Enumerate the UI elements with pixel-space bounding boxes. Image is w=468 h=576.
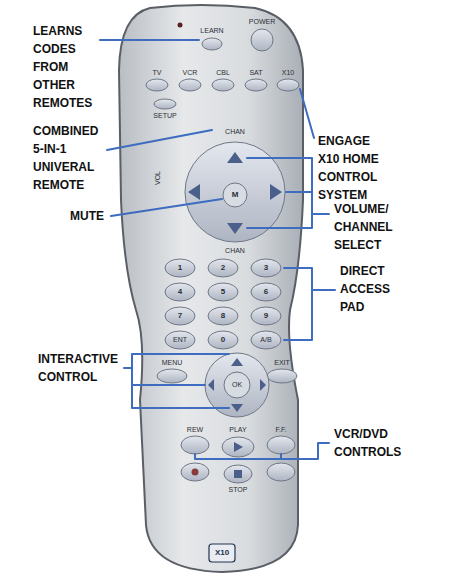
leader-lines xyxy=(100,40,335,459)
number-key xyxy=(165,331,195,349)
button-label: 0 xyxy=(221,336,225,344)
callout-label: VOLUME/ CHANNEL SELECT xyxy=(334,200,402,254)
mode-button xyxy=(245,79,267,91)
button-label: A/B xyxy=(260,336,271,344)
button-label: LEARN xyxy=(200,27,223,35)
button-label: 2 xyxy=(221,264,225,272)
mode-button xyxy=(146,79,168,91)
arrow-down xyxy=(231,404,243,412)
stop-button xyxy=(224,465,252,483)
number-key xyxy=(165,259,195,277)
number-key xyxy=(251,283,281,301)
callout-label: COMBINED 5-IN-1 UNIVERAL REMOTE xyxy=(33,122,105,194)
number-key xyxy=(251,307,281,325)
button-label: POWER xyxy=(249,18,275,26)
play-button xyxy=(222,437,254,457)
button-label: 3 xyxy=(264,264,268,272)
arrow-up xyxy=(227,152,243,163)
led xyxy=(178,23,183,28)
power-button xyxy=(251,29,273,51)
record-symbol xyxy=(192,469,199,476)
button-label: 6 xyxy=(264,288,268,296)
button-label: F.F. xyxy=(276,426,287,434)
logo-text: X10 xyxy=(215,549,229,557)
arrow-down xyxy=(227,223,243,234)
fast-forward-button xyxy=(267,436,295,454)
callout-label: VCR/DVD CONTROLS xyxy=(334,425,414,461)
leader-line xyxy=(107,130,212,150)
pause-button xyxy=(267,463,295,481)
button-label: 8 xyxy=(221,312,225,320)
callout-label: INTERACTIVE CONTROL xyxy=(38,350,128,386)
arrow-up xyxy=(231,358,243,366)
bracket-line xyxy=(124,354,229,408)
ok-button xyxy=(224,372,250,398)
number-key xyxy=(208,307,238,325)
remote-body xyxy=(119,5,303,572)
number-key xyxy=(251,259,281,277)
callout-label: DIRECT ACCESS PAD xyxy=(340,262,402,316)
button-label: 9 xyxy=(264,312,268,320)
button-label: PLAY xyxy=(229,426,246,434)
button-label: SAT xyxy=(249,69,262,77)
button-label: MENU xyxy=(162,359,183,367)
button-label: X10 xyxy=(282,69,294,77)
button-label: SETUP xyxy=(153,112,176,120)
button-label: CHAN xyxy=(225,247,245,255)
buttons xyxy=(146,29,299,483)
x10-button xyxy=(277,79,299,91)
play-symbol xyxy=(234,442,243,452)
callout-label: ENGAGE X10 HOME CONTROL SYSTEM xyxy=(318,132,392,204)
arrow-right xyxy=(260,379,266,391)
stop-symbol xyxy=(234,470,242,478)
number-key xyxy=(208,259,238,277)
button-label: CBL xyxy=(216,69,230,77)
callout-label: LEARNS CODES FROM OTHER REMOTES xyxy=(33,22,103,112)
leader-line xyxy=(111,199,222,216)
rewind-button xyxy=(181,436,209,454)
number-key xyxy=(208,331,238,349)
arrow-left xyxy=(208,379,214,391)
button-label: 5 xyxy=(221,288,225,296)
button-label: OK xyxy=(232,381,242,389)
button-label: CHAN xyxy=(225,128,245,136)
button-label: TV xyxy=(153,69,162,77)
button-label: 7 xyxy=(178,312,182,320)
x10-logo xyxy=(209,544,235,562)
button-label: M xyxy=(232,191,239,199)
button-label: VOL xyxy=(154,171,162,185)
leader-line xyxy=(300,89,314,138)
number-key xyxy=(165,283,195,301)
leader-line xyxy=(100,39,199,41)
record-button xyxy=(181,463,209,481)
bracket-line xyxy=(195,443,329,459)
arrow-left xyxy=(188,184,200,200)
button-label: STOP xyxy=(229,486,248,494)
button-label: 4 xyxy=(178,288,182,296)
number-key xyxy=(208,283,238,301)
learn-button xyxy=(202,38,222,50)
button-label: EXIT xyxy=(274,359,290,367)
number-key xyxy=(165,307,195,325)
mute-button xyxy=(223,183,247,207)
button-label: 1 xyxy=(178,264,182,272)
button-label: REW xyxy=(187,426,203,434)
button-label: ENT xyxy=(173,336,187,344)
button-label: VCR xyxy=(183,69,198,77)
menu-button xyxy=(157,369,187,383)
mode-button xyxy=(212,79,234,91)
bracket-line xyxy=(284,268,335,340)
number-key xyxy=(251,331,281,349)
exit-button xyxy=(267,369,297,383)
arrow-right xyxy=(270,184,282,200)
bracket-line xyxy=(247,158,329,228)
mode-button xyxy=(179,79,201,91)
callout-label: MUTE xyxy=(70,207,120,225)
setup-button xyxy=(154,99,176,109)
